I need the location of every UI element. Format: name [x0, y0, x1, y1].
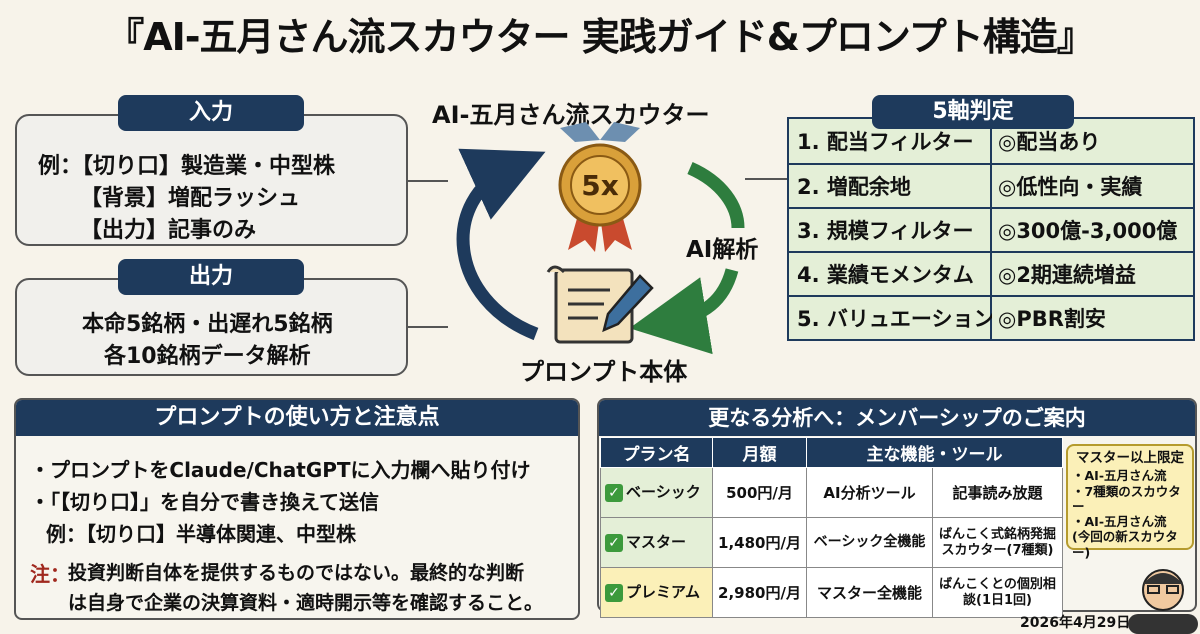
scroll-document-icon: [546, 265, 654, 344]
plan-name: プレミアム: [626, 583, 700, 602]
input-header: 入力: [118, 95, 304, 131]
input-line-1: 例：【切り口】製造業・中型株: [38, 154, 336, 179]
medal-label: 5x: [581, 169, 619, 202]
plan-feature-1: マスター全機能: [806, 567, 933, 618]
usage-note-line-2: は自身で企業の決算資料・適時開示等を確認すること。: [68, 592, 544, 614]
plan-cell[interactable]: ✓マスター: [600, 517, 713, 568]
axis-value: ◎低性向・実績: [992, 165, 1193, 207]
axes-row: 4. 業績モメンタム◎2期連続増益: [789, 251, 1193, 295]
axes-row: 5. バリュエーション◎PBR割安: [789, 295, 1193, 339]
col-features: 主な機能・ツール: [806, 437, 1063, 468]
axis-name: 5. バリュエーション: [789, 297, 994, 339]
scouter-label: AI-五月さん流スカウター: [432, 101, 710, 129]
badge-item: (今回の新スカウター): [1072, 529, 1178, 560]
axes-table: 1. 配当フィルター◎配当あり 2. 増配余地◎低性向・実績 3. 規模フィルタ…: [787, 117, 1195, 341]
master-limited-badge: マスター以上限定 ・AI-五月さん流 ・7種類のスカウター ・AI-五月さん流 …: [1066, 444, 1194, 560]
axis-value: ◎PBR割安: [992, 297, 1193, 339]
badge-title: マスター以上限定: [1076, 450, 1184, 466]
plan-name: マスター: [626, 533, 687, 552]
input-connector: [408, 180, 448, 182]
plan-row: ✓プレミアム 2,980円/月 マスター全機能 ばんこくとの個別相談(1日1回): [600, 567, 1063, 618]
date-label: 2026年4月29日: [1020, 615, 1131, 631]
usage-note-line-1: 投資判断自体を提供するものではない。最終的な判断: [68, 562, 525, 584]
loop-arrow-right-top: [687, 162, 745, 229]
plan-name: ベーシック: [626, 483, 701, 502]
usage-bullet-2: ・「【切り口】」を自分で書き換えて送信: [30, 490, 379, 514]
plan-price: 1,480円/月: [712, 517, 807, 568]
axis-name: 2. 増配余地: [789, 165, 992, 207]
plan-feature-1: AI分析ツール: [806, 467, 933, 518]
avatar: [1128, 569, 1198, 634]
output-header: 出力: [118, 259, 304, 295]
axes-row: 2. 増配余地◎低性向・実績: [789, 163, 1193, 207]
prompt-body-label: プロンプト本体: [520, 358, 688, 386]
plan-cell[interactable]: ✓ベーシック: [600, 467, 713, 518]
plan-feature-2: ばんこくとの個別相談(1日1回): [932, 567, 1063, 618]
check-icon: ✓: [605, 583, 623, 602]
axis-value: ◎300億-3,000億: [992, 209, 1193, 251]
col-price: 月額: [712, 437, 807, 468]
membership-table: プラン名 月額 主な機能・ツール ✓ベーシック 500円/月 AI分析ツール 記…: [600, 437, 1063, 618]
plan-feature-2: ばんこく式銘柄発掘スカウター(7種類): [932, 517, 1063, 568]
plan-feature-1: ベーシック全機能: [806, 517, 933, 568]
output-connector: [408, 326, 448, 328]
axis-value: ◎2期連続増益: [992, 253, 1193, 295]
axis-name: 4. 業績モメンタム: [789, 253, 992, 295]
usage-header: プロンプトの使い方と注意点: [16, 400, 578, 436]
plan-price: 500円/月: [712, 467, 807, 518]
ai-analysis-label: AI解析: [686, 237, 759, 263]
axes-row: 3. 規模フィルター◎300億-3,000億: [789, 207, 1193, 251]
input-line-3: 【出力】記事のみ: [80, 218, 257, 243]
usage-bullet-1: ・プロンプトをClaude/ChatGPTに入力欄へ貼り付け: [30, 458, 531, 482]
axes-row: 1. 配当フィルター◎配当あり: [789, 119, 1193, 163]
check-icon: ✓: [605, 483, 623, 502]
badge-item: ・AI-五月さん流: [1072, 514, 1167, 530]
output-line-1: 本命5銘柄・出遅れ5銘柄: [82, 312, 333, 337]
plan-price: 2,980円/月: [712, 567, 807, 618]
loop-arrow-right-bottom: [629, 268, 739, 355]
output-line-2: 各10銘柄データ解析: [104, 344, 311, 369]
loop-arrow-left: [456, 148, 546, 341]
membership-header: 更なる分析へ：メンバーシップのご案内: [599, 400, 1195, 436]
usage-example: 例：【切り口】半導体関連、中型株: [46, 522, 356, 546]
usage-note-label: 注：: [30, 562, 70, 586]
axis-name: 3. 規模フィルター: [789, 209, 992, 251]
plan-row: ✓ベーシック 500円/月 AI分析ツール 記事読み放題: [600, 467, 1063, 518]
plan-row: ✓マスター 1,480円/月 ベーシック全機能 ばんこく式銘柄発掘スカウター(7…: [600, 517, 1063, 568]
input-line-2: 【背景】増配ラッシュ: [80, 186, 301, 211]
badge-item: ・AI-五月さん流: [1072, 468, 1167, 484]
membership-header-row: プラン名 月額 主な機能・ツール: [600, 437, 1063, 468]
axis-value: ◎配当あり: [992, 119, 1193, 163]
axis-name: 1. 配当フィルター: [789, 119, 992, 163]
check-icon: ✓: [605, 533, 623, 552]
page-title: 『AI-五月さん流スカウター 実践ガイド&プロンプト構造』: [106, 15, 1095, 59]
badge-item: ・7種類のスカウター: [1072, 483, 1181, 514]
axes-header: 5軸判定: [872, 95, 1074, 129]
axes-connector: [745, 178, 787, 180]
plan-cell[interactable]: ✓プレミアム: [600, 567, 713, 618]
col-plan: プラン名: [600, 437, 713, 468]
plan-feature-2: 記事読み放題: [932, 467, 1063, 518]
